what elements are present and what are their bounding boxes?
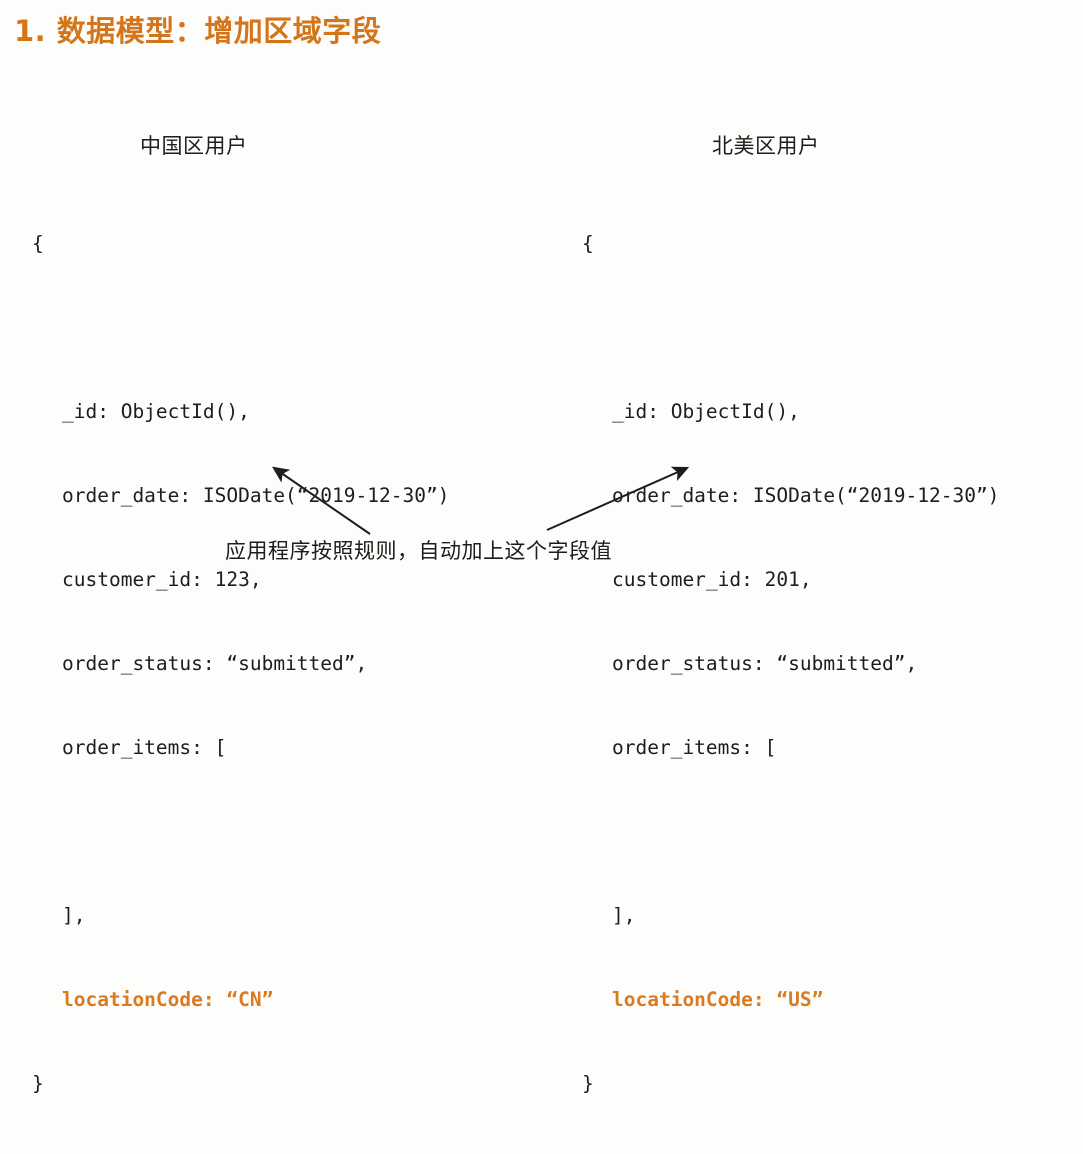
code-line-customer-id: customer_id: 201, [612,568,812,591]
code-line-order-items: order_items: [ [612,736,777,759]
code-line-open-brace: { [582,232,594,255]
page-title: 1. 数据模型：增加区域字段 [14,14,382,48]
code-line-array-close: ], [612,904,636,927]
code-block-china: { _id: ObjectId(), order_date: ISODate(“… [32,174,449,1154]
code-line-location-code-us: locationCode: “US” [612,988,824,1011]
code-line-spacer [582,818,999,846]
code-line-customer-id: customer_id: 123, [62,568,262,591]
code-line-order-status: order_status: “submitted”, [612,652,918,675]
annotation-caption: 应用程序按照规则，自动加上这个字段值 [225,539,612,563]
code-line-close-brace: } [32,1072,44,1095]
code-line-order-date: order_date: ISODate(“2019-12-30”) [612,484,1000,507]
code-line-spacer [582,314,999,342]
code-line-location-code-cn: locationCode: “CN” [62,988,274,1011]
code-block-north-america: { _id: ObjectId(), order_date: ISODate(“… [582,174,999,1154]
code-line-array-close: ], [62,904,86,927]
code-line-spacer [32,314,449,342]
code-line-id: _id: ObjectId(), [62,400,250,423]
column-header-north-america: 北美区用户 [712,134,820,158]
code-line-open-brace: { [32,232,44,255]
slide-canvas: 1. 数据模型：增加区域字段 中国区用户 { _id: ObjectId(), … [14,14,999,1095]
code-line-close-brace: } [582,1072,594,1095]
code-line-order-date: order_date: ISODate(“2019-12-30”) [62,484,450,507]
code-line-order-status: order_status: “submitted”, [62,652,368,675]
column-header-china: 中国区用户 [140,134,248,158]
code-line-spacer [32,818,449,846]
code-line-order-items: order_items: [ [62,736,227,759]
code-line-id: _id: ObjectId(), [612,400,800,423]
